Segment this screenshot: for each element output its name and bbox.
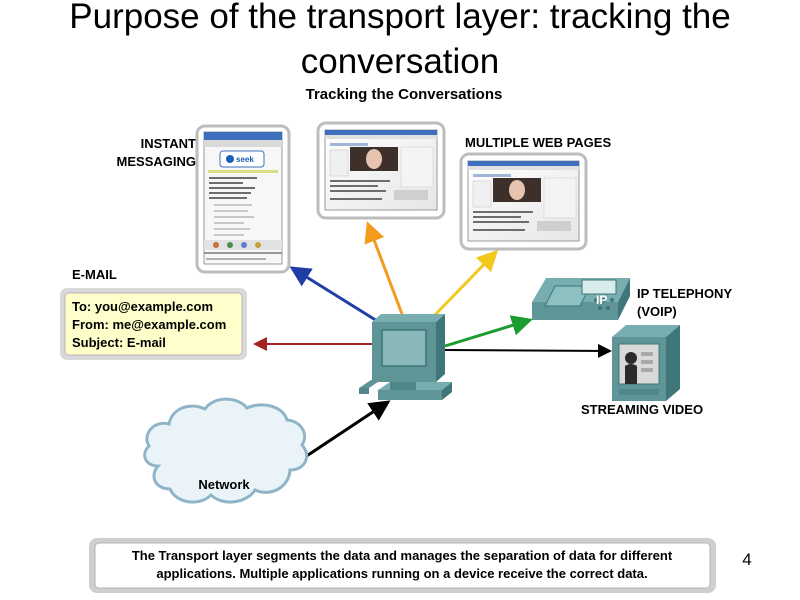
- web-page-window-right: [459, 152, 588, 251]
- streaming-video-label: STREAMING VIDEO: [581, 402, 703, 417]
- im-logo-box: [219, 150, 265, 168]
- email-card: To: you@example.com From: me@example.com…: [60, 288, 247, 360]
- email-to-line: To: you@example.com: [72, 299, 213, 314]
- arrow-to-web-page-1: [364, 221, 404, 315]
- instant-messaging-window: seek: [195, 124, 291, 274]
- arrow-to-instant-messaging: [289, 266, 383, 326]
- diagram-heading: Tracking the Conversations: [306, 86, 503, 103]
- arrow-to-streaming-video: [444, 343, 612, 358]
- ip-telephony-label-line-2: (VOIP): [637, 304, 677, 319]
- caption-line-1: The Transport layer segments the data an…: [132, 548, 673, 563]
- network-label: Network: [198, 477, 250, 492]
- ip-telephony-label-line-1: IP TELEPHONY: [637, 286, 732, 301]
- multiple-web-pages-label: MULTIPLE WEB PAGES: [465, 135, 611, 150]
- email-from-line: From: me@example.com: [72, 317, 226, 332]
- im-logo-text: seek: [236, 155, 254, 164]
- ip-phone-badge: IP: [596, 293, 607, 307]
- streaming-video-monitor-icon: [612, 325, 680, 401]
- network-cloud: Network: [143, 397, 309, 504]
- transport-layer-caption-box: The Transport layer segments the data an…: [89, 538, 716, 593]
- slide-title-line-1: Purpose of the transport layer: tracking…: [69, 0, 730, 36]
- computer-icon: [359, 314, 452, 400]
- ip-phone-icon: IP: [532, 278, 630, 320]
- page-number: 4: [742, 550, 751, 569]
- email-label: E-MAIL: [72, 267, 117, 282]
- arrow-to-web-page-2: [430, 249, 499, 320]
- arrow-to-ip-telephone: [444, 315, 533, 348]
- slide-title-line-2: conversation: [301, 42, 499, 81]
- caption-line-2: applications. Multiple applications runn…: [156, 566, 647, 581]
- email-subject-line: Subject: E-mail: [72, 335, 166, 350]
- instant-messaging-label-line-1: INSTANT: [141, 136, 196, 151]
- web-page-window-center: [316, 121, 446, 220]
- instant-messaging-label-line-2: MESSAGING: [117, 154, 196, 169]
